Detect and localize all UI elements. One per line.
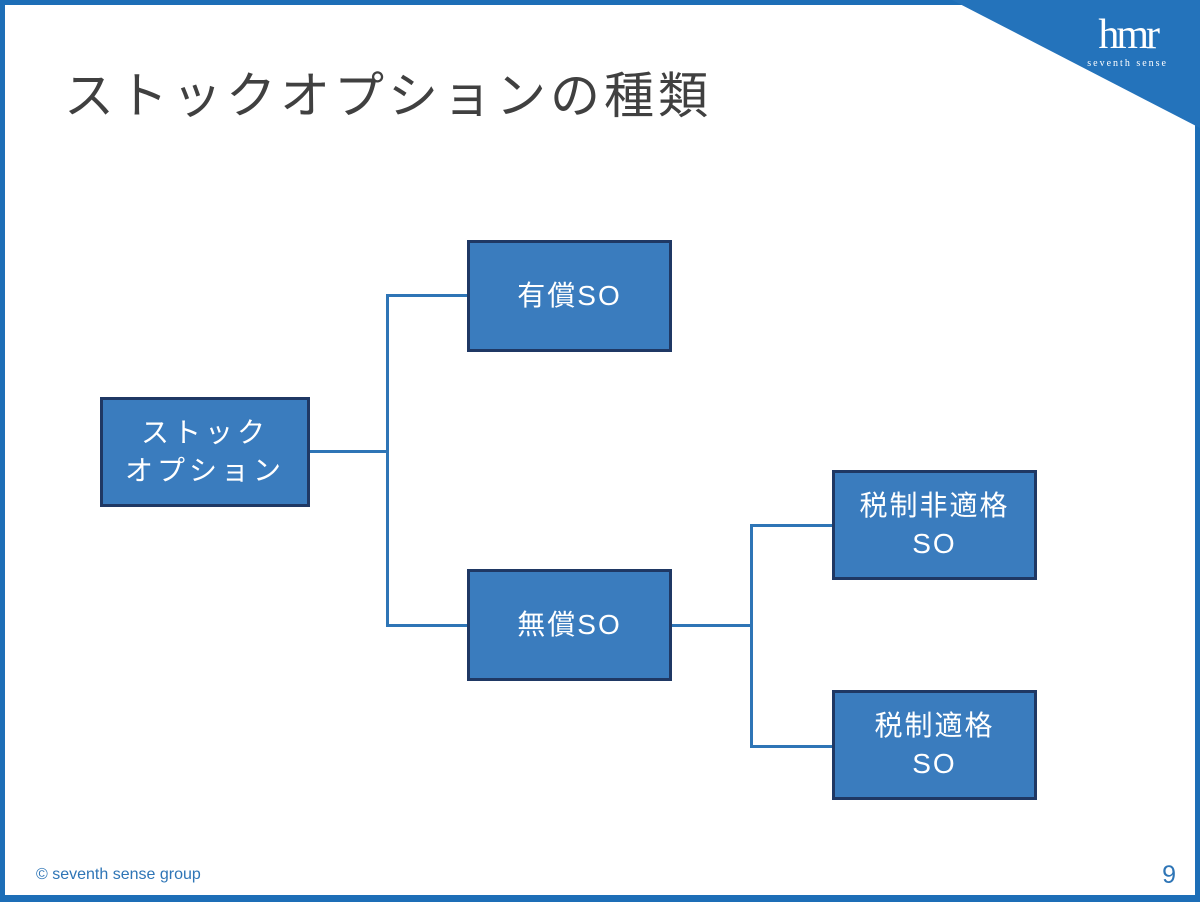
logo-wordmark: hmr: [1098, 12, 1160, 58]
connector-to-non-qualified-so: [750, 524, 832, 527]
node-stock-option: ストック オプション: [100, 397, 310, 507]
connector-to-qualified-so: [750, 745, 832, 748]
connector-root-trunk-vertical: [386, 294, 389, 627]
footer-copyright: © seventh sense group: [36, 866, 201, 883]
node-tax-non-qualified-so: 税制非適格 SO: [832, 470, 1037, 580]
page-number: 9: [1162, 861, 1176, 889]
connector-free-so-horizontal: [672, 624, 752, 627]
node-tax-qualified-so: 税制適格 SO: [832, 690, 1037, 800]
connector-to-free-so: [386, 624, 467, 627]
slide-title: ストックオプションの種類: [64, 68, 712, 124]
logo-tagline: seventh sense: [1087, 58, 1168, 69]
corner-banner: hmr seventh sense: [952, 0, 1200, 128]
connector-root-horizontal: [310, 450, 388, 453]
connector-free-trunk-vertical: [750, 524, 753, 748]
node-free-so: 無償SO: [467, 569, 672, 681]
company-logo: hmr seventh sense: [1087, 14, 1168, 69]
connector-to-paid-so: [386, 294, 467, 297]
node-paid-so: 有償SO: [467, 240, 672, 352]
